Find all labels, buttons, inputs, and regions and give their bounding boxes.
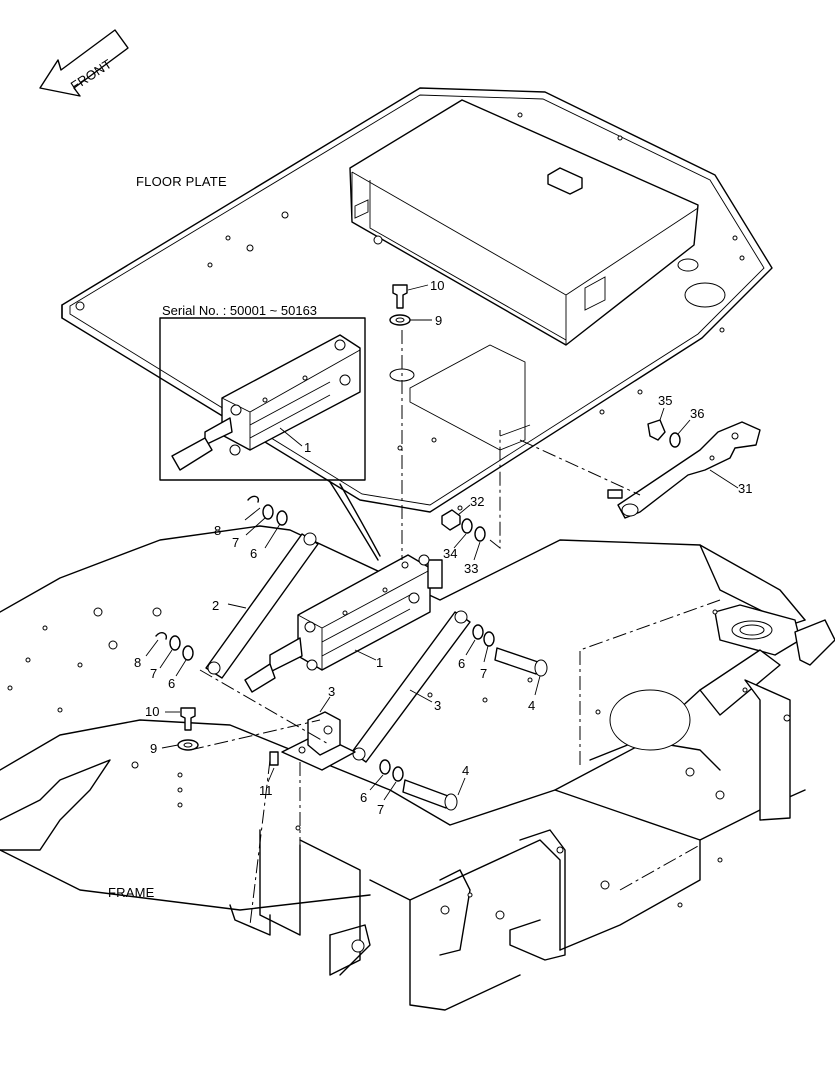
callout-7c: 7 bbox=[480, 666, 487, 681]
frame bbox=[0, 525, 835, 1011]
bolts bbox=[180, 284, 666, 766]
callout-6c: 6 bbox=[458, 656, 465, 671]
callout-3b: 3 bbox=[434, 698, 441, 713]
inset-pointer bbox=[329, 481, 379, 561]
front-label: FRONT bbox=[68, 56, 115, 94]
callout-9b: 9 bbox=[150, 741, 157, 756]
callout-6a: 6 bbox=[250, 546, 257, 561]
callout-36: 36 bbox=[690, 406, 704, 421]
callouts: 8 7 6 8 7 6 6 7 6 7 10 9 10 9 11 32 34 3 bbox=[134, 278, 704, 817]
callout-6d: 6 bbox=[360, 790, 367, 805]
cylinder-assembly: 1 bbox=[244, 554, 443, 693]
callout-1-inset: 1 bbox=[304, 440, 311, 455]
callout-10a: 10 bbox=[430, 278, 444, 293]
link-left bbox=[205, 532, 319, 679]
callout-1: 1 bbox=[376, 655, 383, 670]
callout-31: 31 bbox=[738, 481, 752, 496]
frame-label: FRAME bbox=[108, 885, 155, 900]
callout-7d: 7 bbox=[377, 802, 384, 817]
pin-lower: 4 bbox=[402, 763, 469, 811]
callout-9a: 9 bbox=[435, 313, 442, 328]
link-right bbox=[351, 610, 471, 763]
serial-inset: Serial No. : 50001 ~ 50163 1 bbox=[159, 303, 366, 481]
callout-7b: 7 bbox=[150, 666, 157, 681]
lever: 31 bbox=[617, 421, 761, 519]
callout-35: 35 bbox=[658, 393, 672, 408]
callout-4a: 4 bbox=[528, 698, 535, 713]
callout-7a: 7 bbox=[232, 535, 239, 550]
callout-32: 32 bbox=[470, 494, 484, 509]
bracket: 3 bbox=[281, 684, 356, 771]
callout-6b: 6 bbox=[168, 676, 175, 691]
washers bbox=[155, 314, 681, 782]
pin-upper: 4 bbox=[494, 647, 548, 713]
floor-plate-label: FLOOR PLATE bbox=[136, 174, 227, 189]
callout-8a: 8 bbox=[214, 523, 221, 538]
callout-2: 3 bbox=[328, 684, 335, 699]
callout-10b: 10 bbox=[145, 704, 159, 719]
callout-4b: 4 bbox=[462, 763, 469, 778]
callout-11: 11 bbox=[259, 783, 273, 798]
callout-8b: 8 bbox=[134, 655, 141, 670]
callout-34: 34 bbox=[443, 546, 457, 561]
serial-label: Serial No. : 50001 ~ 50163 bbox=[162, 303, 317, 318]
callout-33: 33 bbox=[464, 561, 478, 576]
floor-plate bbox=[61, 87, 773, 513]
front-arrow: FRONT bbox=[39, 29, 129, 97]
centerlines bbox=[189, 330, 721, 935]
callout-3a: 2 bbox=[212, 598, 219, 613]
